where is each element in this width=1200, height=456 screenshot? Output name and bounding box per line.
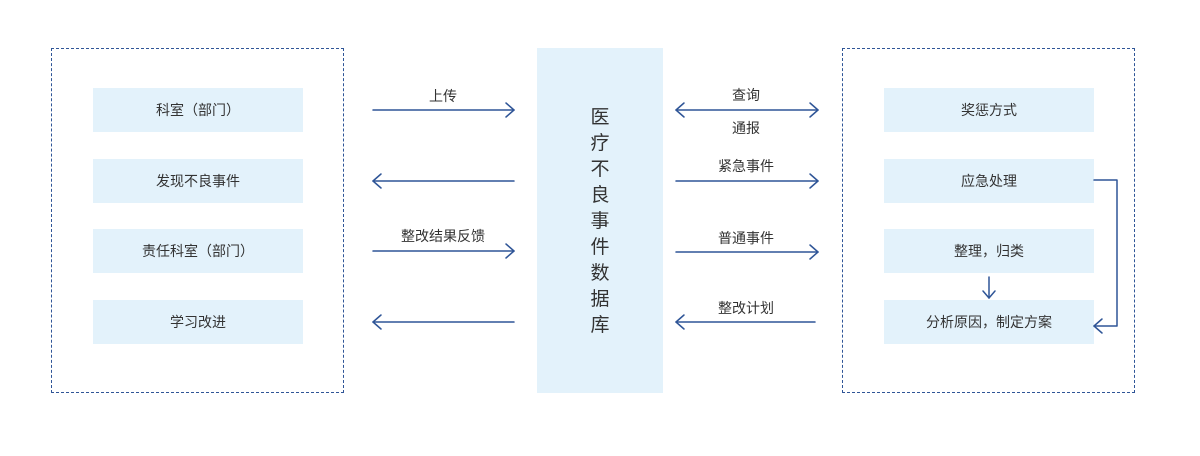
arrow-normal-event bbox=[675, 244, 819, 260]
db-char: 医 bbox=[590, 105, 610, 128]
node-emergency-handling: 应急处理 bbox=[884, 159, 1094, 203]
db-char: 件 bbox=[590, 235, 610, 258]
db-char: 据 bbox=[590, 287, 610, 310]
label-upload: 上传 bbox=[429, 89, 457, 105]
label-notify: 通报 bbox=[732, 121, 760, 137]
db-char: 事 bbox=[590, 209, 610, 232]
arrow-upload bbox=[372, 102, 515, 118]
node-analyze-plan: 分析原因，制定方案 bbox=[884, 300, 1094, 344]
arrow-emergency-event bbox=[675, 173, 819, 189]
arrow-query-notify bbox=[675, 102, 819, 118]
label-emergency-event: 紧急事件 bbox=[718, 159, 774, 175]
label-query: 查询 bbox=[732, 88, 760, 104]
right-group-box bbox=[842, 48, 1135, 393]
left-group-box bbox=[51, 48, 344, 393]
node-medical-adverse-event-database: 医 疗 不 良 事 件 数 据 库 bbox=[537, 48, 663, 393]
db-char: 疗 bbox=[590, 131, 610, 154]
db-char: 库 bbox=[590, 313, 610, 336]
db-char: 不 bbox=[590, 157, 610, 180]
db-char: 数 bbox=[590, 261, 610, 284]
arrow-sort-to-analyze bbox=[982, 276, 996, 299]
arrow-emergency-to-analyze bbox=[1093, 179, 1118, 334]
node-sort-classify: 整理，归类 bbox=[884, 229, 1094, 273]
arrow-to-discover bbox=[372, 173, 515, 189]
label-rectification-plan: 整改计划 bbox=[718, 301, 774, 317]
node-responsible-department: 责任科室（部门） bbox=[93, 229, 303, 273]
arrow-feedback bbox=[372, 243, 515, 259]
node-discover-adverse-event: 发现不良事件 bbox=[93, 159, 303, 203]
arrow-rectification-plan bbox=[675, 314, 816, 330]
node-reward-punishment: 奖惩方式 bbox=[884, 88, 1094, 132]
label-normal-event: 普通事件 bbox=[718, 231, 774, 247]
arrow-to-learn bbox=[372, 314, 515, 330]
node-department: 科室（部门） bbox=[93, 88, 303, 132]
label-feedback: 整改结果反馈 bbox=[401, 229, 485, 245]
db-char: 良 bbox=[590, 183, 610, 206]
node-learn-improve: 学习改进 bbox=[93, 300, 303, 344]
